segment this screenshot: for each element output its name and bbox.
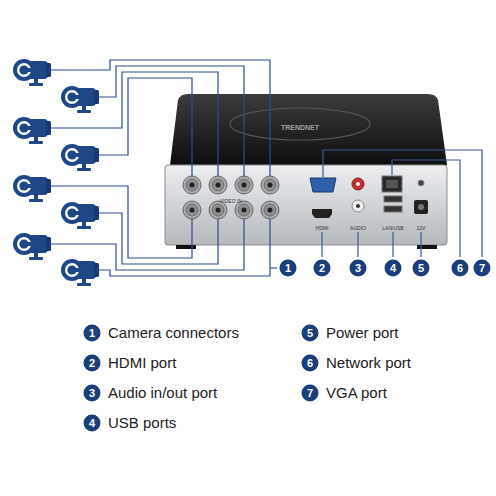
callout-circle-shape	[302, 385, 319, 402]
callout-text: 2	[319, 263, 325, 274]
callout-description: Power port	[326, 325, 399, 340]
vga-port	[310, 178, 336, 192]
callout-circle-shape	[452, 260, 469, 277]
callout-number: 1	[83, 324, 101, 342]
lan-port	[386, 180, 398, 188]
callout-number: 5	[412, 259, 430, 277]
callout-text: 6	[457, 263, 463, 274]
callout-text: 6	[307, 358, 313, 369]
callout-text: 5	[418, 263, 424, 274]
callout-number: 2	[313, 259, 331, 277]
port-label: VIDEO IN	[220, 199, 242, 204]
callout-circle-shape	[84, 415, 101, 432]
label-box: AUDIO	[350, 216, 366, 234]
callout-circle-shape	[84, 355, 101, 372]
callout-text: 1	[89, 328, 95, 339]
callout-description: Audio in/out port	[108, 385, 217, 400]
device-foot	[176, 245, 196, 249]
callout-text: 2	[89, 358, 95, 369]
port-label: TRENDNET	[281, 124, 319, 131]
callout-number: 4	[384, 259, 402, 277]
callout-number: 1	[279, 259, 297, 277]
camera-icons	[13, 59, 99, 286]
label-box: Power port	[326, 324, 399, 342]
label-box: TRENDNET	[281, 116, 319, 134]
callout-description: HDMI port	[108, 355, 176, 370]
bnc-connectors	[183, 176, 279, 219]
label-box: VIDEO IN	[220, 189, 242, 207]
logo-oval	[230, 108, 370, 140]
callout-number: 3	[83, 384, 101, 402]
callout-circle-shape	[413, 260, 430, 277]
callout-text: 3	[355, 263, 361, 274]
callout-number: 7	[473, 259, 491, 277]
callout-number: 7	[301, 384, 319, 402]
callout-number: 2	[83, 354, 101, 372]
label-box: HDMI	[316, 216, 329, 234]
callout-circle-shape	[350, 260, 367, 277]
callout-circle-shape	[84, 325, 101, 342]
callout-text: 4	[390, 263, 396, 274]
callout-description: Network port	[326, 355, 411, 370]
callout-text: 3	[89, 388, 95, 399]
rear-panel	[165, 165, 447, 245]
camera-wires	[51, 60, 270, 276]
audio-jack	[356, 182, 360, 186]
callout-description: USB ports	[108, 415, 176, 430]
dvr-housing	[170, 94, 447, 165]
power-jack	[418, 204, 424, 210]
label-box: Network port	[326, 354, 411, 372]
port-label: AUDIO	[350, 226, 366, 231]
label-box: USB ports	[108, 414, 176, 432]
callout-number: 6	[451, 259, 469, 277]
label-box: 12V	[417, 216, 426, 234]
callout-circle-shape	[385, 260, 402, 277]
label-box: HDMI port	[108, 354, 176, 372]
callout-number: 3	[349, 259, 367, 277]
label-box: Camera connectors	[108, 324, 239, 342]
callout-circle-shape	[474, 260, 491, 277]
audio-jack	[352, 178, 364, 190]
callout-circle-shape	[280, 260, 297, 277]
reset-button	[418, 180, 424, 186]
lan-port	[382, 176, 402, 192]
device-foot	[417, 245, 437, 249]
callout-number: 4	[83, 414, 101, 432]
callout-circle-shape	[302, 355, 319, 372]
label-box: LAN/USB	[382, 216, 403, 234]
callout-circle-shape	[314, 260, 331, 277]
callout-text: 4	[89, 418, 95, 429]
callout-description: VGA port	[326, 385, 387, 400]
port-label: LAN/USB	[382, 226, 403, 231]
leader-lines	[270, 150, 482, 268]
callout-circle-shape	[84, 385, 101, 402]
callout-text: 5	[307, 328, 313, 339]
callout-number: 6	[301, 354, 319, 372]
power-jack	[414, 200, 428, 214]
hdmi-port	[312, 209, 332, 218]
port-label: 12V	[417, 226, 426, 231]
callout-text: 1	[285, 263, 291, 274]
audio-jack	[352, 200, 364, 212]
callout-number: 5	[301, 324, 319, 342]
callout-text: 7	[307, 388, 313, 399]
callout-text: 7	[479, 263, 485, 274]
port-label: HDMI	[316, 226, 329, 231]
label-box: VGA port	[326, 384, 387, 402]
usb-port	[384, 196, 402, 202]
audio-jack	[356, 204, 360, 208]
callout-description: Camera connectors	[108, 325, 239, 340]
usb-port	[384, 206, 402, 212]
label-box: Audio in/out port	[108, 384, 217, 402]
callout-circle-shape	[302, 325, 319, 342]
